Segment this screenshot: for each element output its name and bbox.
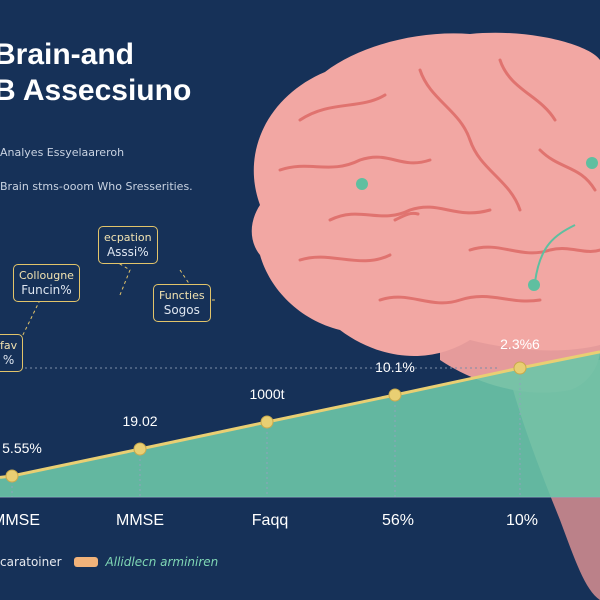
data-label: 1000t	[249, 386, 285, 402]
data-label: 2.3%6	[500, 336, 540, 352]
data-point	[260, 415, 274, 429]
data-point	[388, 388, 402, 402]
data-label: 5.55%	[2, 440, 42, 456]
brain-illustration	[251, 32, 600, 600]
drop-lines	[11, 368, 521, 497]
chart-title-line-2: B Assecsiuno	[0, 74, 192, 107]
brain-cerebrum	[251, 32, 600, 357]
marker-dot	[356, 178, 368, 190]
legend-label: Allidlecn arminiren	[105, 555, 219, 569]
x-tick-label: 56%	[381, 512, 415, 529]
legend: caratoiner Allidlecn arminiren	[0, 553, 218, 571]
brain-folds	[278, 58, 600, 305]
x-tick-label: 10%	[505, 512, 539, 529]
connector-line	[534, 224, 576, 283]
area-series	[0, 351, 600, 497]
x-tick-label: Faqq	[251, 512, 289, 529]
chart-title-line-1: Brain-and	[0, 38, 135, 71]
callout-box: fav %	[0, 334, 24, 372]
callout-heading: ecpation	[104, 231, 152, 244]
subtitle-line-2: Brain stms-ooom Who Sresserities.	[0, 180, 193, 193]
callout-box: ecpation Asssi%	[98, 226, 158, 264]
x-tick-label: MMSE	[116, 512, 164, 529]
callout-value: Funcin%	[21, 283, 72, 297]
legend-swatch	[73, 557, 98, 567]
marker-dot	[528, 279, 540, 291]
callout-box: Functies Sogos	[153, 284, 211, 322]
data-point	[5, 469, 19, 483]
marker-dot	[586, 157, 598, 169]
data-point	[513, 361, 527, 375]
data-point	[133, 442, 147, 456]
area-fill	[0, 351, 600, 497]
data-label: 19.02	[122, 413, 158, 429]
callout-heading: Collougne	[19, 269, 74, 282]
legend-label: caratoiner	[0, 555, 62, 569]
callout-box: Collougne Funcin%	[13, 264, 80, 302]
x-tick-label: MMSE	[0, 512, 40, 529]
data-points	[5, 361, 527, 483]
callout-value: Sogos	[163, 303, 200, 317]
callout-heading: Functies	[159, 289, 205, 302]
callout-value: %	[2, 353, 15, 367]
data-label: 10.1%	[375, 359, 415, 375]
callout-heading: fav	[0, 339, 18, 352]
subtitle-line-1: Analyes Essyelaareroh	[0, 146, 125, 159]
callout-value: Asssi%	[106, 245, 149, 259]
